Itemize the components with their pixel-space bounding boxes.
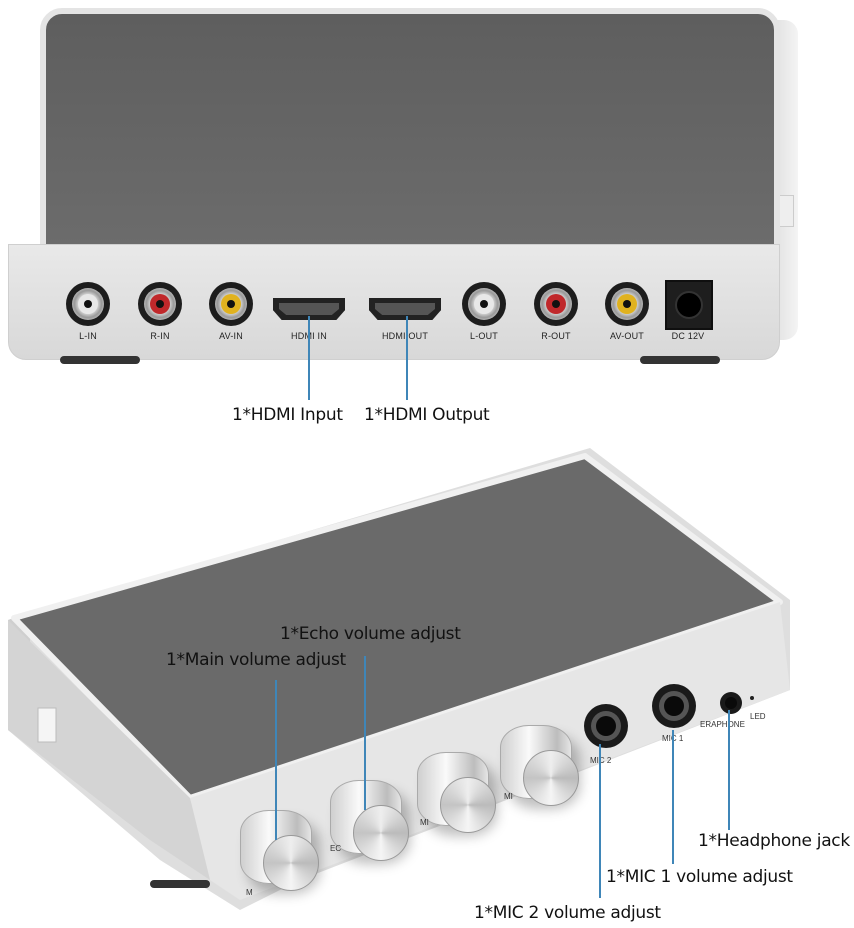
port-label-dc-12v: DC 12V	[671, 331, 705, 341]
port-hdmi-out	[369, 298, 441, 320]
top-device: L-IN R-IN AV-IN HDMI IN HDMI OUT L-OUT R…	[0, 0, 854, 440]
port-hdmi-in	[273, 298, 345, 320]
bottom-device: M EC MI MI MIC 2 MIC 1 ERAPHONE LED 1*Ec…	[0, 440, 854, 928]
jack-mic1	[652, 684, 696, 728]
knob-label-mic2: MI	[420, 818, 429, 827]
callout-line-echo	[364, 656, 366, 810]
callout-line-main	[275, 680, 277, 840]
port-av-out	[605, 282, 649, 326]
port-l-out	[462, 282, 506, 326]
port-r-out	[534, 282, 578, 326]
knob-mic2-volume[interactable]	[417, 752, 496, 833]
port-dc-12v	[665, 280, 713, 330]
callout-line-mic2	[599, 744, 601, 898]
callout-mic2-volume: 1*MIC 2 volume adjust	[474, 903, 661, 923]
knob-main-volume[interactable]	[240, 810, 319, 891]
callout-line-headphone	[728, 710, 730, 830]
callout-mic1-volume: 1*MIC 1 volume adjust	[606, 867, 793, 887]
top-device-top-panel	[40, 8, 780, 256]
port-label-r-in: R-IN	[150, 331, 170, 341]
port-label-l-in: L-IN	[79, 331, 97, 341]
callout-hdmi-output: 1*HDMI Output	[364, 405, 490, 425]
bottom-device-body	[8, 448, 790, 910]
knob-label-echo: EC	[330, 844, 342, 853]
knob-label-mic1: MI	[504, 792, 513, 801]
callout-headphone-jack: 1*Headphone jack	[698, 831, 850, 851]
top-device-foot-left	[60, 356, 140, 364]
port-l-in-core	[78, 294, 98, 314]
knob-mic1-volume[interactable]	[500, 725, 579, 806]
callout-line-hdmi-input	[308, 316, 310, 400]
callout-hdmi-input: 1*HDMI Input	[232, 405, 343, 425]
port-label-l-out: L-OUT	[470, 331, 498, 341]
port-label-av-in: AV-IN	[219, 331, 243, 341]
led-indicator	[750, 696, 754, 700]
top-device-side-clip	[778, 195, 794, 227]
port-label-r-out: R-OUT	[541, 331, 571, 341]
jack-earphone	[720, 692, 742, 714]
jack-label-led: LED	[750, 712, 766, 721]
jack-mic2	[584, 704, 628, 748]
callout-main-volume: 1*Main volume adjust	[166, 650, 346, 670]
port-r-in	[138, 282, 182, 326]
port-av-in	[209, 282, 253, 326]
callout-line-mic1	[672, 730, 674, 864]
port-label-av-out: AV-OUT	[609, 331, 645, 341]
knob-echo-volume[interactable]	[330, 780, 409, 861]
top-device-foot-right	[640, 356, 720, 364]
jack-label-mic2: MIC 2	[590, 756, 612, 765]
jack-label-earphone: ERAPHONE	[700, 720, 745, 729]
port-l-in	[66, 282, 110, 326]
callout-echo-volume: 1*Echo volume adjust	[280, 624, 461, 644]
knob-label-main: M	[246, 888, 253, 897]
port-label-hdmi-out: HDMI OUT	[381, 331, 429, 341]
callout-line-hdmi-output	[406, 316, 408, 400]
